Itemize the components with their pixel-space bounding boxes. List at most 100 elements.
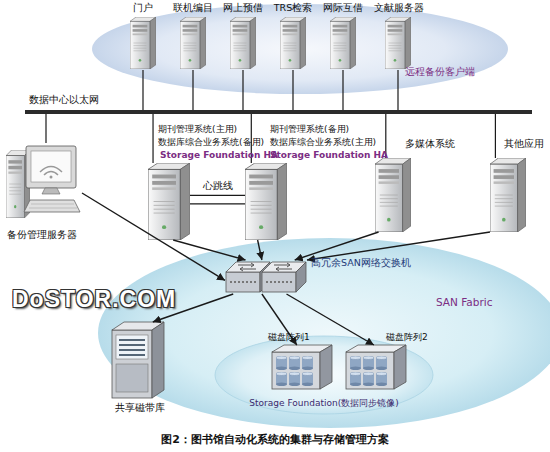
client-band: 远程备份客户端 门户联机编目网上预借TRS检索网际互借文献服务器 — [92, 4, 508, 94]
connector — [262, 294, 297, 345]
node-label: SAN Fabric — [436, 296, 492, 308]
computer-icon — [42, 188, 60, 194]
backup-server: 备份管理服务器 — [2, 143, 82, 243]
node-label: 数据中心以太网 — [29, 94, 99, 106]
switch-icon — [226, 272, 260, 292]
switch-icon — [274, 263, 292, 271]
connector — [385, 114, 386, 158]
cluster-server: 期刊管理系统(备用)数据库综合业务系统(主用)Storage Foundatio… — [245, 163, 287, 240]
server-node: TRS检索 — [269, 2, 317, 70]
connector — [495, 114, 496, 158]
disk-array-icon — [276, 356, 287, 370]
disk-array-icon — [376, 356, 387, 370]
server-node: 文献服务器 — [374, 2, 422, 70]
server-icon — [245, 163, 287, 240]
server-icon — [130, 17, 156, 69]
tape-library-icon — [112, 322, 164, 330]
tape-library-icon — [116, 335, 148, 359]
san-switch: 高冗余SAN网络交换机 — [225, 260, 307, 294]
connector — [142, 70, 143, 110]
ellipse-shape — [98, 238, 550, 428]
computer-icon — [29, 204, 77, 208]
node-label: 门户 — [119, 2, 167, 14]
connector — [307, 232, 490, 260]
connector — [192, 70, 193, 110]
connector — [258, 240, 262, 260]
node-label: 网际互借 — [319, 2, 367, 14]
switch-icon — [296, 262, 306, 292]
server-node: 门户 — [119, 2, 167, 70]
tape-library-icon — [152, 322, 164, 398]
server-node: 网际互借 — [319, 2, 367, 70]
disk-array-icon — [394, 345, 406, 389]
san-fabric: SAN Fabric 高冗余SAN网络交换机共享磁带库 Storage Founda… — [98, 238, 550, 428]
server-node: 网上预借 — [219, 2, 267, 70]
node-label: 高冗余SAN网络交换机 — [311, 257, 411, 269]
switch-icon — [226, 262, 306, 292]
switch-icon — [226, 262, 270, 272]
node-label: Storage Foundation HA — [160, 149, 278, 161]
node-label: 远程备份客户端 — [405, 66, 475, 78]
server-icon — [375, 158, 411, 232]
ellipse-shape — [215, 336, 433, 414]
connector — [397, 70, 398, 110]
connector — [342, 70, 343, 110]
computer-icon — [24, 200, 80, 212]
ethernet-bus: 数据中心以太网 — [25, 110, 532, 114]
computer-icon — [26, 146, 76, 188]
connector — [251, 114, 252, 163]
connector — [190, 195, 245, 196]
connector — [45, 114, 46, 143]
cluster-server: 期刊管理系统(主用)数据库综合业务系统(备用)Storage Foundatio… — [148, 163, 190, 240]
connector — [82, 193, 225, 280]
node-label: 多媒体系统 — [405, 138, 455, 150]
server-icon — [180, 17, 206, 69]
disk-array-icon — [276, 372, 287, 386]
server-icon — [230, 17, 256, 69]
tape-library-icon — [112, 322, 164, 398]
disk-array-icon — [320, 345, 332, 389]
disk-array-icon — [289, 372, 300, 386]
node-label: 数据库综合业务系统(主用) — [270, 136, 376, 148]
switch-icon — [262, 262, 306, 272]
connector — [173, 240, 245, 260]
disk-array-icon — [350, 356, 361, 370]
node-label: Storage Foundation HA — [270, 149, 388, 161]
disk-array-icon — [363, 356, 374, 370]
app-server: 其他应用 — [490, 158, 526, 232]
node-label: 联机编目 — [169, 2, 217, 14]
disk-array-icon — [363, 372, 374, 386]
computer-icon — [31, 151, 71, 182]
connector — [153, 294, 233, 322]
server-node: 联机编目 — [169, 2, 217, 70]
computer-icon — [6, 146, 80, 218]
computer-icon — [50, 176, 53, 179]
switch-icon — [230, 281, 292, 283]
node-label: 数据库综合业务系统(备用) — [158, 136, 264, 148]
server-icon — [148, 163, 190, 240]
figure-caption: 图2：图书馆自动化系统的集群与存储管理方案 — [0, 432, 550, 447]
node-label: Storage Foundation(数据同步镜像) — [215, 397, 433, 409]
ellipse-shape — [92, 4, 508, 94]
tape-library-icon — [116, 364, 148, 392]
server-icon — [130, 17, 526, 240]
connector — [295, 232, 379, 260]
mirror-group: Storage Foundation(数据同步镜像)磁盘阵列1磁盘阵列2 — [215, 336, 433, 414]
disk-array-icon — [350, 372, 361, 386]
node-label: TRS检索 — [269, 2, 317, 14]
ellipse-outline — [92, 4, 508, 94]
server-icon — [330, 17, 356, 69]
connector — [292, 70, 293, 110]
connector — [152, 114, 153, 163]
node-label: 磁盘阵列2 — [386, 331, 428, 343]
disk-array: 磁盘阵列1 — [272, 345, 334, 389]
computer-icon — [40, 167, 62, 176]
server-icon — [385, 17, 411, 69]
disk-array-icon — [346, 345, 406, 352]
switch-icon — [260, 262, 270, 292]
disk-array-icon — [346, 352, 394, 389]
disk-array-icon — [272, 345, 332, 352]
tape-library: 共享磁带库 — [108, 322, 172, 414]
